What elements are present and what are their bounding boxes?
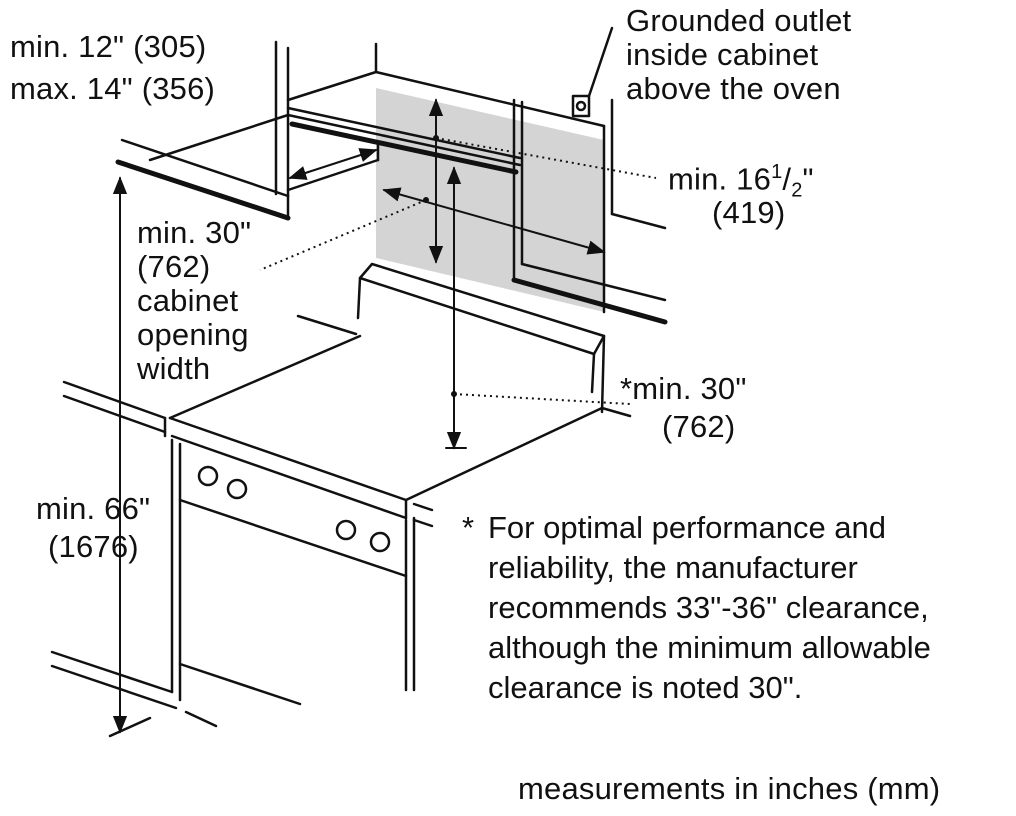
footnote-line-4: although the minimum allowable — [488, 630, 931, 665]
range-backguard — [356, 262, 606, 414]
width-label-line-1: min. 30" — [137, 215, 252, 250]
depth-label: min. 161/2" — [668, 161, 814, 202]
footnote-marker: * — [462, 510, 475, 545]
outlet-label-line-3: above the oven — [626, 71, 841, 106]
range — [168, 334, 604, 706]
footnote-line-5: clearance is noted 30". — [488, 670, 803, 705]
total-height-label: min. 66" — [36, 491, 151, 526]
footnote-line-1: For optimal performance and — [488, 510, 887, 545]
left-upper-cabinet — [115, 40, 291, 221]
depth-mm-label: (419) — [712, 195, 786, 230]
upper-clearance-min-label: min. 12" (305) — [10, 29, 207, 64]
measurement-note: measurements in inches (mm) — [518, 771, 941, 806]
outlet-icon — [571, 26, 614, 118]
width-arrow — [382, 187, 606, 255]
total-height-mm-label: (1676) — [48, 529, 139, 564]
width-label-line-5: width — [137, 351, 211, 386]
vertical-clearance-mm-label: (762) — [662, 409, 736, 444]
width-label-line-3: cabinet — [137, 283, 239, 318]
outlet-label-line-1: Grounded outlet — [626, 3, 852, 38]
footnote-line-2: reliability, the manufacturer — [488, 550, 858, 585]
vertical-clearance-label: *min. 30" — [620, 371, 747, 406]
upper-clearance-max-label: max. 14" (356) — [10, 71, 216, 106]
depth-arrow-upper — [288, 148, 378, 180]
hood-cabinet — [286, 42, 606, 192]
footnote-line-3: recommends 33"-36" clearance, — [488, 590, 929, 625]
width-label-line-4: opening — [137, 317, 249, 352]
dimension-lines — [112, 98, 606, 734]
right-counter — [412, 406, 632, 528]
outlet-label-line-2: inside cabinet — [626, 37, 819, 72]
width-label-line-2: (762) — [137, 249, 211, 284]
clearance-zone — [376, 88, 604, 312]
floor — [50, 650, 218, 738]
leader-lines — [259, 137, 657, 405]
clearance-footnote: * For optimal performance and reliabilit… — [462, 508, 931, 708]
